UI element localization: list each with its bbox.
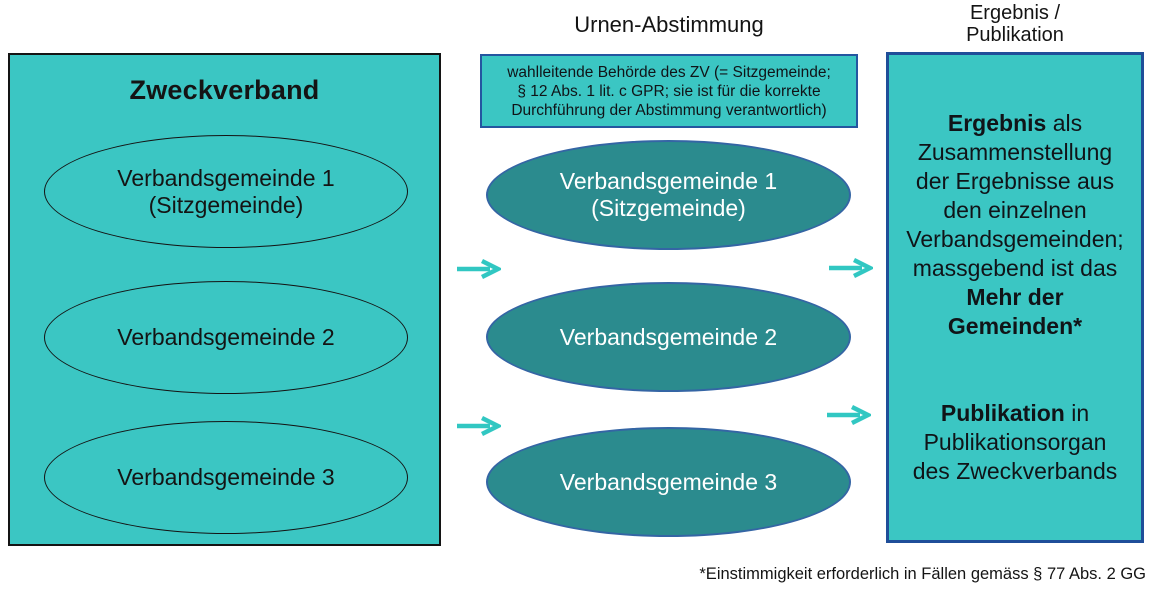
arrow-right-icon: [457, 415, 501, 437]
publikation-body-text: in Publikationsorgan des Zweckverbands: [912, 400, 1118, 484]
wahlleitende-behoerde-info-box: wahlleitende Behörde des ZV (= Sitzgemei…: [480, 54, 858, 128]
left-ellipse-verbandsgemeinde-2: Verbandsgemeinde 2: [44, 281, 408, 394]
footnote-einstimmigkeit: *Einstimmigkeit erforderlich in Fällen g…: [699, 565, 1146, 583]
ergebnis-bold-label: Ergebnis: [947, 110, 1047, 136]
ergebnis-publikation-text: Ergebnis als Zusammenstellung der Ergebn…: [889, 80, 1141, 515]
publikation-bold-label: Publikation: [940, 400, 1065, 426]
ergebnis-publikation-panel: Ergebnis als Zusammenstellung der Ergebn…: [886, 52, 1144, 543]
left-ellipse-verbandsgemeinde-1: Verbandsgemeinde 1 (Sitzgemeinde): [44, 135, 408, 248]
left-ellipse-2-label: Verbandsgemeinde 2: [117, 324, 335, 350]
ergebnis-paragraph: Ergebnis als Zusammenstellung der Ergebn…: [889, 109, 1141, 341]
middle-ellipse-verbandsgemeinde-1: Verbandsgemeinde 1 (Sitzgemeinde): [486, 140, 851, 250]
zweckverband-panel: Zweckverband Verbandsgemeinde 1 (Sitzgem…: [8, 53, 441, 546]
left-ellipse-verbandsgemeinde-3: Verbandsgemeinde 3: [44, 421, 408, 534]
middle-ellipse-verbandsgemeinde-3: Verbandsgemeinde 3: [486, 427, 851, 537]
left-ellipse-1-label: Verbandsgemeinde 1 (Sitzgemeinde): [117, 164, 335, 218]
middle-ellipse-1-label: Verbandsgemeinde 1 (Sitzgemeinde): [559, 168, 778, 221]
ergebnis-publikation-heading: Ergebnis / Publikation: [966, 2, 1064, 46]
arrow-right-icon: [829, 257, 873, 279]
middle-ellipse-2-label: Verbandsgemeinde 2: [559, 323, 778, 350]
publikation-paragraph: Publikation in Publikationsorgan des Zwe…: [889, 399, 1141, 486]
middle-ellipse-verbandsgemeinde-2: Verbandsgemeinde 2: [486, 282, 851, 392]
arrow-right-icon: [457, 258, 501, 280]
zweckverband-title: Zweckverband: [129, 75, 320, 105]
info-box-text: wahlleitende Behörde des ZV (= Sitzgemei…: [507, 63, 831, 119]
middle-ellipse-3-label: Verbandsgemeinde 3: [559, 468, 778, 495]
urnen-abstimmung-heading: Urnen-Abstimmung: [574, 12, 764, 37]
ergebnis-body-text: als Zusammenstellung der Ergebnisse aus …: [906, 110, 1124, 281]
mehr-der-gemeinden-bold-label: Mehr der Gemeinden*: [947, 284, 1083, 339]
left-ellipse-3-label: Verbandsgemeinde 3: [117, 464, 335, 490]
arrow-right-icon: [827, 404, 871, 426]
